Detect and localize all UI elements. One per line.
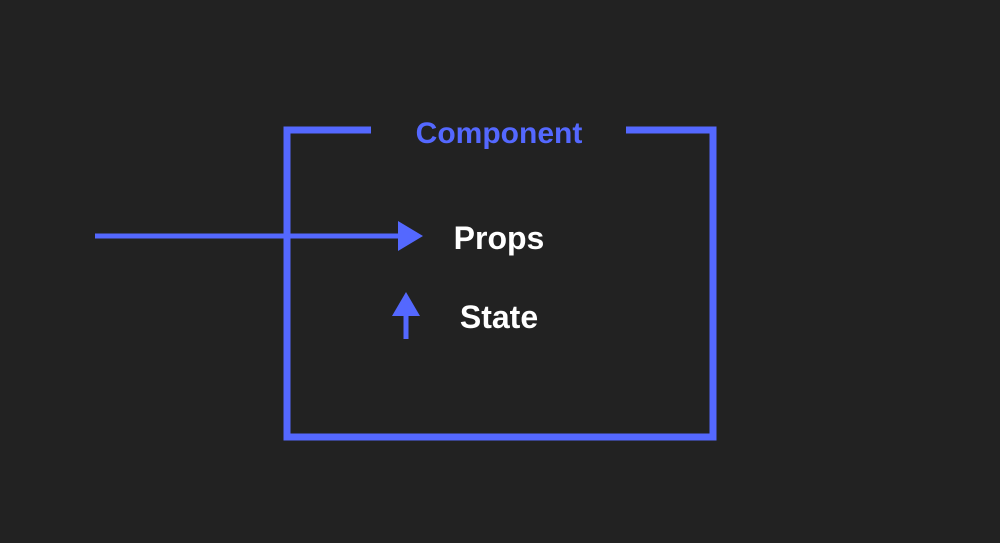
component-box: [283, 126, 717, 441]
props-arrowhead: [398, 221, 423, 251]
props-label: Props: [454, 220, 545, 256]
state-arrowhead: [392, 292, 420, 316]
component-label: Component: [416, 117, 583, 150]
state-label: State: [460, 299, 538, 335]
